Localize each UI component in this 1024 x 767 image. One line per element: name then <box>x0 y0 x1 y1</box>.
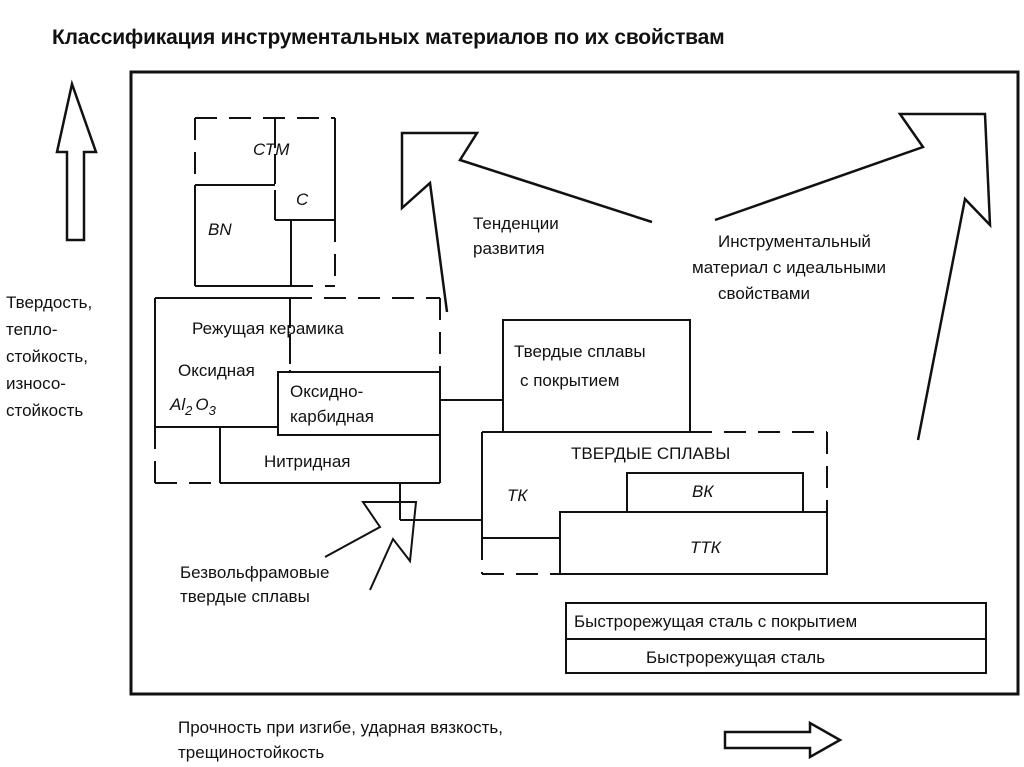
ceramics-title: Режущая керамика <box>192 319 344 338</box>
ttk-box <box>559 511 828 575</box>
right-arrow-icon <box>723 720 843 760</box>
coated-hard-alloys-block: Твердые сплавы с покрытием <box>502 319 691 433</box>
hss-plain-box <box>565 638 987 674</box>
oxide-carbide-box <box>277 371 441 436</box>
bn-label: BN <box>208 220 232 239</box>
ideal-label: свойствами <box>718 284 810 303</box>
y-label-line: тепло- <box>6 320 57 339</box>
x-label-line: трещиностойкость <box>178 743 324 762</box>
page-title: Классификация инструментальных материало… <box>52 26 725 49</box>
hss-block: Быстрорежущая сталь с покрытием Быстроре… <box>565 602 987 674</box>
hard-alloys-title: ТВЕРДЫЕ СПЛАВЫ <box>571 444 730 463</box>
hss-coated-label: Быстрорежущая сталь с покрытием <box>574 612 857 631</box>
y-label-line: стойкость, <box>6 347 88 366</box>
ideal-material-arrow-icon <box>714 112 992 441</box>
hard-alloys-block: ТВЕРДЫЕ СПЛАВЫ ТК ВК ТТК <box>399 431 828 575</box>
y-label-line: износо- <box>6 374 66 393</box>
nitride-label: Нитридная <box>264 452 350 471</box>
diagram-frame <box>129 70 1020 696</box>
tk-label: ТК <box>507 486 528 505</box>
coated-hard-alloys-label: Твердые сплавы <box>514 342 646 361</box>
trends-arrow-icon <box>400 131 653 313</box>
stm-label: СТМ <box>253 140 290 159</box>
ideal-label: материал с идеальными <box>692 258 886 277</box>
oxide-carbide-label: карбидная <box>290 407 374 426</box>
tungsten-free-label: твердые сплавы <box>180 587 310 606</box>
trends-label: Тенденции <box>473 214 559 233</box>
oxide-carbide-label: Оксидно- <box>290 382 363 401</box>
tungsten-free-arrow-icon <box>324 501 418 591</box>
y-label-line: стойкость <box>6 401 83 420</box>
y-axis-label: Твердость, тепло- стойкость, износо- сто… <box>6 293 92 420</box>
up-arrow-icon <box>55 79 98 242</box>
ideal-label: Инструментальный <box>718 232 871 251</box>
tungsten-free-label: Безвольфрамовые <box>180 563 329 582</box>
coated-hard-alloys-label: с покрытием <box>520 371 619 390</box>
vk-box <box>626 472 804 513</box>
superhard-block: СТМ С BN <box>194 117 336 287</box>
y-label-line: Твердость, <box>6 293 92 312</box>
oxide-label: Оксидная <box>178 361 255 380</box>
hss-plain-label: Быстрорежущая сталь <box>646 648 825 667</box>
vk-label: ВК <box>692 482 714 501</box>
x-label-line: Прочность при изгибе, ударная вязкость, <box>178 718 503 737</box>
ttk-label: ТТК <box>690 538 722 557</box>
c-label: С <box>296 190 309 209</box>
trends-label: развития <box>473 239 545 258</box>
